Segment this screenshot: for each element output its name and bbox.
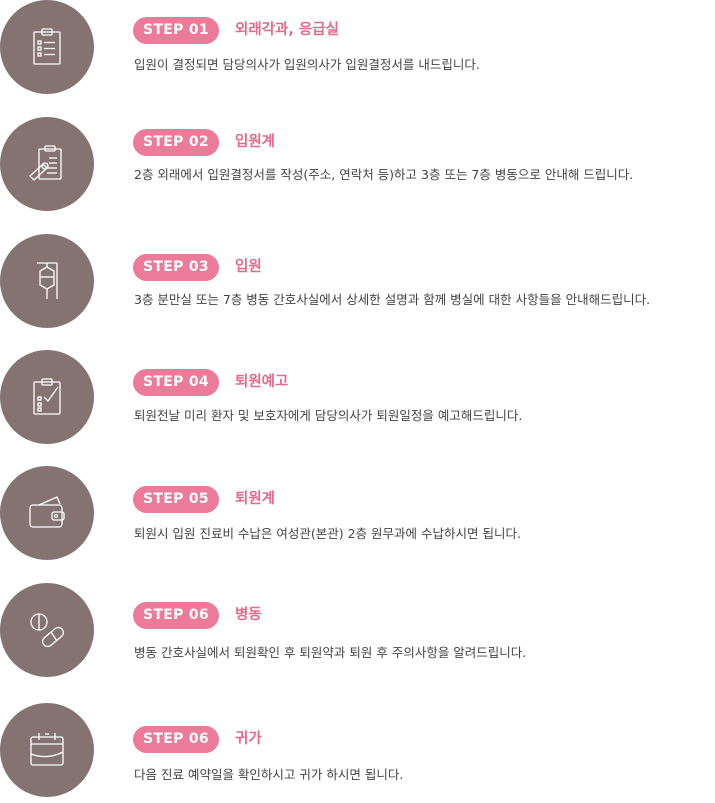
step-5: STEP 05 퇴원계 퇴원시 입원 진료비 수납은 여성관(본관) 2층 원무… [0, 466, 715, 566]
step-1-badge: STEP 01 [133, 17, 219, 44]
step-6-circle [0, 583, 94, 677]
step-4-circle [0, 350, 94, 444]
step-7-badge: STEP 06 [133, 726, 219, 753]
step-6: STEP 06 병동 병동 간호사실에서 퇴원확인 후 퇴원약과 퇴원 후 주의… [0, 583, 715, 683]
step-4-badge: STEP 04 [133, 369, 219, 396]
iv-drip-icon [37, 262, 58, 299]
pills-icon [30, 613, 65, 648]
step-5-circle [0, 466, 94, 560]
step-2-circle [0, 117, 94, 211]
step-7-circle [0, 703, 94, 797]
step-6-description: 병동 간호사실에서 퇴원확인 후 퇴원약과 퇴원 후 주의사항을 알려드립니다. [134, 645, 527, 660]
step-4-description: 퇴원전날 미리 환자 및 보호자에게 담당의사가 퇴원일정을 예고해드립니다. [134, 408, 523, 423]
step-7: STEP 06 귀가 다음 진료 예약일을 확인하시고 귀가 하시면 됩니다. [0, 703, 715, 803]
step-4-title: 퇴원예고 [235, 374, 289, 390]
step-5-title: 퇴원계 [235, 491, 276, 507]
step-2-badge: STEP 02 [133, 129, 219, 156]
step-7-description: 다음 진료 예약일을 확인하시고 귀가 하시면 됩니다. [134, 767, 404, 782]
step-6-badge: STEP 06 [133, 602, 219, 629]
clipboard-pen-icon [29, 145, 62, 181]
clipboard-list-icon [33, 28, 61, 65]
step-3-circle [0, 234, 94, 328]
wallet-icon [29, 496, 65, 528]
step-1-description: 입원이 결정되면 담당의사가 입원의사가 입원결정서를 내드립니다. [134, 57, 480, 72]
step-4: STEP 04 퇴원예고 퇴원전날 미리 환자 및 보호자에게 담당의사가 퇴원… [0, 350, 715, 450]
step-3-title: 입원 [235, 259, 262, 275]
step-5-description: 퇴원시 입원 진료비 수납은 여성관(본관) 2층 원무과에 수납하시면 됩니다… [134, 526, 521, 541]
step-7-title: 귀가 [235, 731, 262, 747]
step-3-description: 3층 분만실 또는 7층 병동 간호사실에서 상세한 설명과 함께 병실에 대한… [134, 292, 651, 307]
checklist-icon [33, 378, 61, 415]
step-3-badge: STEP 03 [133, 254, 219, 281]
step-3: STEP 03 입원 3층 분만실 또는 7층 병동 간호사실에서 상세한 설명… [0, 234, 715, 334]
step-1-circle [0, 0, 94, 94]
step-1-title: 외래각과, 응급실 [235, 22, 339, 38]
step-2: STEP 02 입원계 2층 외래에서 입원결정서를 작성(주소, 연락처 등)… [0, 117, 715, 217]
step-2-description: 2층 외래에서 입원결정서를 작성(주소, 연락처 등)하고 3층 또는 7층 … [134, 167, 634, 182]
step-5-badge: STEP 05 [133, 486, 219, 513]
step-6-title: 병동 [235, 607, 262, 623]
calendar-icon [30, 733, 64, 766]
step-1: STEP 01 외래각과, 응급실 입원이 결정되면 담당의사가 입원의사가 입… [0, 0, 715, 100]
step-2-title: 입원계 [235, 134, 276, 150]
